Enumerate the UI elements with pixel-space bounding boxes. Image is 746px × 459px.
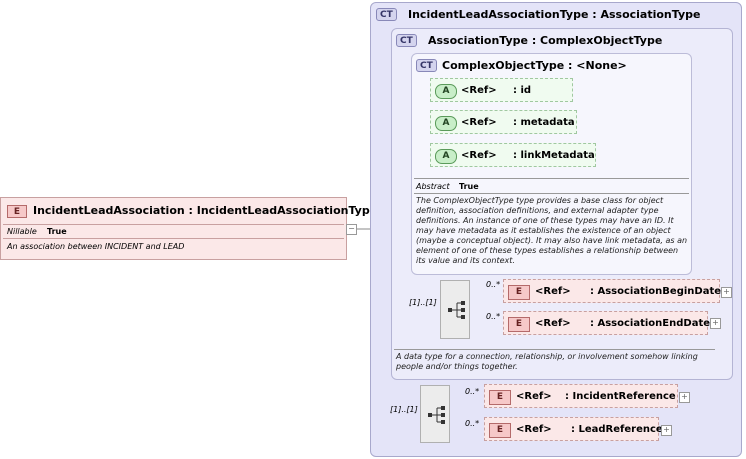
nillable-value: True	[47, 227, 67, 236]
attribute-linkmetadata[interactable]: A <Ref> : linkMetadata	[430, 143, 596, 167]
element-occurs: 0..*	[465, 419, 480, 428]
root-element-title: IncidentLeadAssociation : IncidentLeadAs…	[33, 204, 378, 217]
element-badge: E	[508, 285, 530, 300]
element-ref: <Ref>	[535, 286, 571, 297]
sequence-compositor[interactable]	[440, 280, 470, 339]
element-ref: <Ref>	[516, 424, 552, 435]
sequence-icon	[428, 406, 445, 424]
sequence-compositor[interactable]	[420, 385, 450, 443]
element-name: : AssociationEndDate	[590, 318, 711, 329]
divider	[3, 238, 344, 239]
element-lead-reference[interactable]: E <Ref> : LeadReference	[484, 417, 663, 441]
element-ref: <Ref>	[535, 318, 571, 329]
attribute-badge: A	[435, 149, 457, 164]
complex-type-outer-title: IncidentLeadAssociationType : Associatio…	[408, 8, 701, 21]
element-ref: <Ref>	[516, 391, 552, 402]
element-name: : LeadReference	[571, 424, 663, 435]
element-name: : AssociationBeginDate	[590, 286, 722, 297]
expand-toggle[interactable]: +	[710, 318, 721, 329]
attribute-id[interactable]: A <Ref> : id	[430, 78, 573, 102]
root-element-box[interactable]: E IncidentLeadAssociation : IncidentLead…	[0, 197, 377, 260]
complex-type-badge: CT	[376, 8, 397, 21]
sequence-icon	[448, 301, 465, 319]
mid-type-annotation: A data type for a connection, relationsh…	[396, 352, 698, 371]
element-association-end-date[interactable]: E <Ref> : AssociationEndDate	[503, 311, 711, 335]
attribute-metadata[interactable]: A <Ref> : metadata	[430, 110, 577, 134]
element-occurs: 0..*	[486, 280, 501, 289]
element-occurs: 0..*	[486, 312, 501, 321]
divider	[394, 349, 715, 350]
sequence-occurs: [1]..[1]	[390, 405, 418, 414]
root-annotation: An association between INCIDENT and LEAD	[7, 242, 185, 251]
abstract-value: True	[459, 182, 479, 191]
element-badge: E	[508, 317, 530, 332]
inner-type-annotation: The ComplexObjectType type provides a ba…	[416, 196, 688, 265]
divider	[414, 193, 689, 194]
complex-type-badge: CT	[396, 34, 417, 47]
expand-toggle[interactable]: +	[679, 392, 690, 403]
attribute-name: : id	[513, 85, 532, 96]
nillable-label: Nillable	[7, 227, 37, 236]
element-badge: E	[489, 390, 511, 405]
abstract-label: Abstract	[416, 182, 450, 191]
divider	[3, 224, 344, 225]
element-occurs: 0..*	[465, 387, 480, 396]
expand-toggle[interactable]: +	[661, 425, 672, 436]
element-name: : IncidentReference	[565, 391, 676, 402]
attribute-ref: <Ref>	[461, 117, 497, 128]
sequence-occurs: [1]..[1]	[409, 298, 437, 307]
attribute-name: : linkMetadata	[513, 150, 595, 161]
element-association-begin-date[interactable]: E <Ref> : AssociationBeginDate	[503, 279, 722, 303]
divider	[414, 178, 689, 179]
attribute-badge: A	[435, 84, 457, 99]
element-incident-reference[interactable]: E <Ref> : IncidentReference	[484, 384, 678, 408]
attribute-name: : metadata	[513, 117, 575, 128]
attribute-ref: <Ref>	[461, 150, 497, 161]
complex-type-mid-title: AssociationType : ComplexObjectType	[428, 34, 663, 47]
attribute-badge: A	[435, 116, 457, 131]
element-badge: E	[7, 205, 27, 218]
complex-type-inner-title: ComplexObjectType : <None>	[442, 59, 627, 72]
collapse-toggle[interactable]: −	[346, 224, 357, 235]
element-badge: E	[489, 423, 511, 438]
attribute-ref: <Ref>	[461, 85, 497, 96]
expand-toggle[interactable]: +	[721, 287, 732, 298]
complex-type-badge: CT	[416, 59, 437, 72]
